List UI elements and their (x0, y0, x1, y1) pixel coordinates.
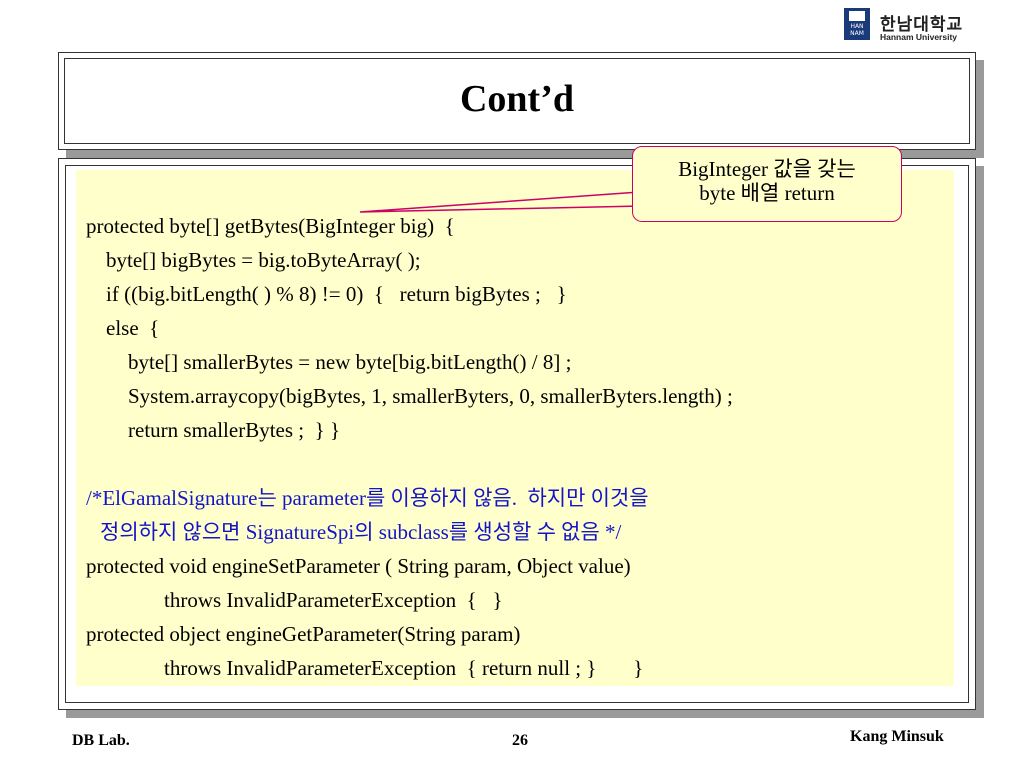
content-inner-border (65, 165, 969, 703)
footer-author: Kang Minsuk (850, 728, 944, 745)
code-area (76, 170, 954, 686)
logo-korean-name: 한남대학교 (880, 15, 964, 35)
code-line: byte[] bigBytes = big.toByteArray( ); (106, 248, 421, 272)
comment-line: 정의하지 않으면 SignatureSpi의 subclass를 생성할 수 없… (100, 520, 622, 544)
code-line: if ((big.bitLength( ) % 8) != 0) { retur… (106, 282, 567, 306)
comment-line: /*ElGamalSignature는 parameter를 이용하지 않음. … (86, 486, 649, 510)
slide-title: Cont’d (459, 78, 575, 120)
code-line: else { (106, 316, 160, 340)
university-emblem-icon: HAN NAM (844, 8, 870, 40)
code-line: System.arraycopy(bigBytes, 1, smallerByt… (128, 384, 733, 408)
callout-box: BigInteger 값을 갖는 byte 배열 return (632, 146, 902, 222)
code-line: protected object engineGetParameter(Stri… (86, 622, 521, 646)
code-line: throws InvalidParameterException { retur… (164, 656, 644, 680)
university-logo: HAN NAM 한남대학교 Hannam University (844, 8, 984, 44)
code-line: protected void engineSetParameter ( Stri… (86, 554, 631, 578)
code-line: protected byte[] getBytes(BigInteger big… (86, 214, 455, 238)
logo-english-name: Hannam University (880, 32, 957, 42)
logo-mark-text: HAN NAM (850, 23, 864, 37)
title-inner-border (64, 58, 970, 144)
footer-page-number: 26 (512, 732, 528, 749)
callout-line-1: BigInteger 값을 갖는 (678, 157, 856, 181)
code-line: throws InvalidParameterException { } (164, 588, 503, 612)
footer-lab: DB Lab. (72, 732, 130, 749)
code-line: return smallerBytes ; } } (128, 418, 341, 442)
title-box: Cont’d (58, 52, 976, 150)
callout-line-2: byte 배열 return (699, 181, 835, 205)
code-line: byte[] smallerBytes = new byte[big.bitLe… (128, 350, 572, 374)
